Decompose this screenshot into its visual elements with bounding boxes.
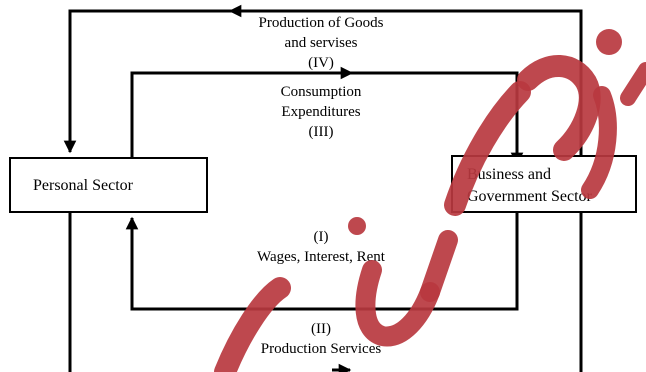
flow-i-number: (I) (313, 229, 329, 245)
personal-sector-label: Personal Sector (33, 177, 133, 194)
business-government-box: Business and Government Sector (451, 155, 637, 213)
flow-iv-number: (IV) (308, 55, 334, 71)
business-label-line1: Business and (467, 166, 551, 183)
flow-iii-label-line2: Expenditures (281, 104, 361, 120)
flow-iii-number: (III) (308, 124, 334, 140)
flow-iv-label-line1: Production of Goods (258, 15, 384, 31)
business-label-line2: Government Sector (467, 188, 592, 205)
flow-ii-number: (II) (311, 321, 331, 337)
flow-i-line (125, 211, 519, 311)
flow-iii-label-line1: Consumption (280, 84, 362, 100)
flow-ii-label: Production Services (260, 341, 382, 357)
flow-iv-label-line2: and servises (284, 35, 358, 51)
personal-sector-box: Personal Sector (9, 157, 208, 213)
flow-i-label: Wages, Interest, Rent (257, 249, 385, 265)
